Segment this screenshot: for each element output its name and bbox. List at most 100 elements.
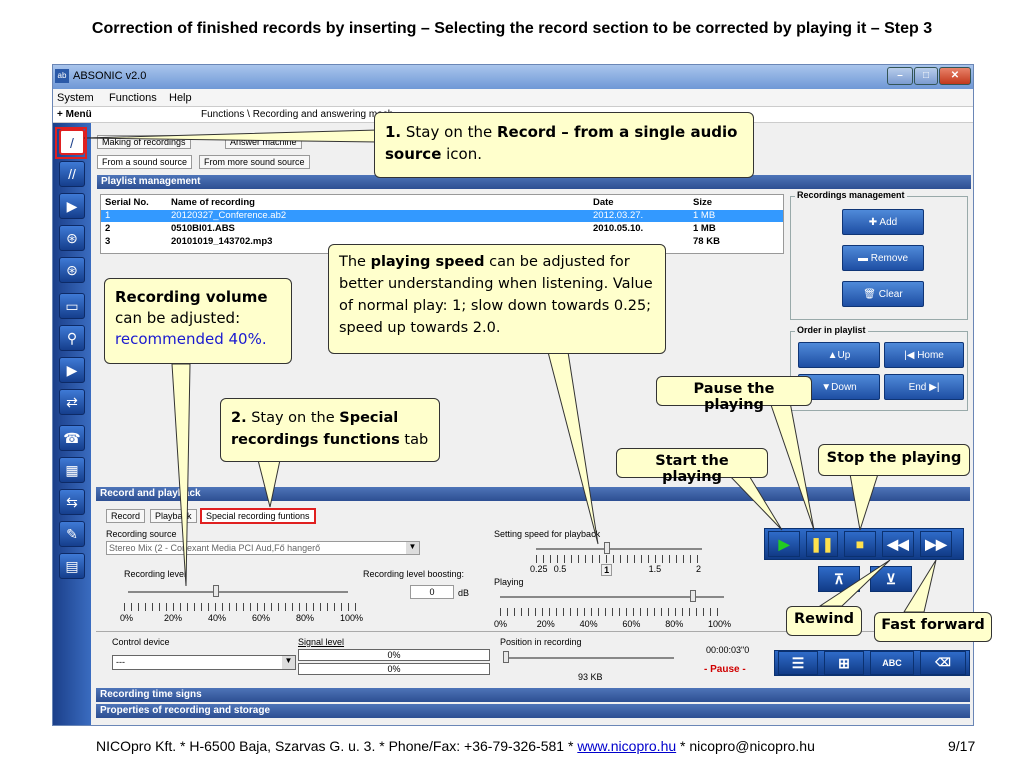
pause-button[interactable]: ❚❚	[806, 531, 838, 557]
level-tick-label: 0%	[120, 613, 134, 623]
menu-help[interactable]: Help	[169, 92, 192, 104]
record-multi-source-icon[interactable]: //	[59, 161, 85, 187]
position-slider[interactable]	[503, 651, 509, 663]
playing-tick-label: 80%	[665, 619, 684, 629]
table-row[interactable]: 2 0510BI01.ABS 2010.05.10. 1 MB	[101, 223, 783, 235]
callout-speed: The playing speed can be adjusted for be…	[328, 244, 666, 354]
time-signs-header: Recording time signs	[96, 688, 970, 702]
arrow-down-icon: ▼	[821, 382, 832, 393]
phone-icon[interactable]: ☎	[59, 425, 85, 451]
playlist-header: Playlist management	[97, 175, 971, 189]
folder-icon[interactable]: ▭	[59, 293, 85, 319]
transfer-icon[interactable]: ⇆	[59, 489, 85, 515]
book-icon[interactable]: ▤	[59, 553, 85, 579]
maximize-icon[interactable]: □	[914, 67, 938, 85]
erase-icon[interactable]: ⌫	[920, 651, 966, 675]
fast-forward-button[interactable]: ▶▶	[920, 531, 952, 557]
cell-no: 1	[105, 210, 111, 221]
order-group: Order in playlist	[790, 325, 968, 411]
cell-name: 20101019_143702.mp3	[171, 236, 273, 247]
stop-button[interactable]: ■	[844, 531, 876, 557]
sidebar: / // ▶ ⊛ ⊛ ▭ ⚲ ▶ ⇄ ☎ ▦ ⇆ ✎ ▤	[53, 123, 91, 725]
status-text: - Pause -	[704, 664, 746, 675]
chevron-down-icon[interactable]: ▼	[406, 542, 419, 554]
speed-ticks	[536, 555, 702, 563]
level-tick-label: 40%	[208, 613, 227, 623]
level-slider[interactable]	[213, 585, 219, 597]
col-serial: Serial No.	[105, 197, 149, 208]
playing-tick-label: 100%	[708, 619, 732, 629]
cell-size: 1 MB	[693, 210, 716, 221]
search-icon[interactable]: ⚲	[59, 325, 85, 351]
callout-stop: Stop the playing	[818, 444, 970, 476]
playing-label: Playing	[494, 577, 524, 587]
tab-single-source[interactable]: From a sound source	[97, 155, 193, 169]
tab-special-functions[interactable]: Special recording funtions	[200, 508, 316, 524]
tail-callout-stop	[849, 473, 879, 531]
up-button[interactable]: ▲Up	[798, 342, 880, 368]
control-device-select[interactable]: ---	[112, 655, 296, 670]
table-row[interactable]: 3 20101019_143702.mp3 78 KB	[101, 236, 783, 248]
speed-tick-label: 1	[601, 564, 613, 576]
playing-slider[interactable]	[689, 590, 696, 602]
playing-ticks	[500, 608, 724, 616]
boost-unit: dB	[458, 588, 470, 598]
convert-icon[interactable]: ⇄	[59, 389, 85, 415]
clear-button[interactable]: 🗑 Clear	[842, 281, 924, 307]
record-single-source-icon[interactable]: /	[59, 129, 85, 155]
calendar-icon[interactable]: ▦	[59, 457, 85, 483]
cell-no: 2	[105, 223, 111, 234]
group-title: Order in playlist	[795, 325, 868, 335]
home-button[interactable]: |◀ Home	[884, 342, 964, 368]
minus-icon: ▬	[857, 253, 871, 264]
cell-date: 2012.03.27.	[593, 210, 644, 221]
remove-button[interactable]: ▬ Remove	[842, 245, 924, 271]
callout-pause: Pause the playing	[656, 376, 812, 413]
callout-rewind: Rewind	[786, 606, 862, 636]
control-device-label: Control device	[112, 637, 170, 647]
menu-system[interactable]: System	[57, 92, 94, 104]
speed-slider[interactable]	[604, 542, 611, 554]
add-button[interactable]: ✚ Add	[842, 209, 924, 235]
add-list-icon[interactable]: ⊞	[824, 651, 864, 675]
reel-icon[interactable]: ⊛	[59, 225, 85, 251]
forward-icon[interactable]: ▶	[59, 357, 85, 383]
title-bar: ab ABSONIC v2.0 – □ ✕	[53, 65, 973, 89]
boost-label: Recording level boosting:	[363, 569, 465, 579]
playing-track	[500, 596, 724, 598]
play-button[interactable]: ▶	[768, 531, 800, 557]
tab-more-sources[interactable]: From more sound source	[199, 155, 310, 169]
rewind-button[interactable]: ◀◀	[882, 531, 914, 557]
wrench-icon[interactable]: ✎	[59, 521, 85, 547]
table-row[interactable]: 1 20120327_Conference.ab2 2012.03.27. 1 …	[101, 210, 783, 222]
signal-meter-right: 0%	[298, 663, 490, 675]
play-icon[interactable]: ▶	[59, 193, 85, 219]
close-icon[interactable]: ✕	[939, 67, 971, 85]
level-tick-label: 20%	[164, 613, 183, 623]
speed-tick-label: 2	[696, 564, 702, 574]
menu-functions[interactable]: Functions	[109, 92, 157, 104]
minimize-icon[interactable]: –	[887, 67, 913, 85]
trash-icon: 🗑	[863, 289, 879, 300]
abc-icon[interactable]: ABC	[870, 651, 914, 675]
reel-multi-icon[interactable]: ⊛	[59, 257, 85, 283]
chevron-down-icon[interactable]: ▼	[282, 656, 295, 669]
footer-link[interactable]: www.nicopro.hu	[577, 738, 677, 754]
position-track	[506, 657, 674, 659]
level-tick-label: 80%	[296, 613, 315, 623]
slide-title: Correction of finished records by insert…	[91, 20, 933, 37]
signal-label: Signal level	[298, 637, 345, 647]
level-tick-label: 60%	[252, 613, 271, 623]
boost-select[interactable]: 0	[410, 585, 454, 599]
level-tick-label: 100%	[340, 613, 364, 623]
tab-record[interactable]: Record	[106, 509, 146, 523]
cell-name: 20120327_Conference.ab2	[171, 210, 287, 221]
list-icon[interactable]: ☰	[778, 651, 818, 675]
arrow-up-icon: ▲	[827, 350, 838, 361]
level-label: Recording level	[124, 569, 187, 579]
end-button[interactable]: End ▶|	[884, 374, 964, 400]
menu-toggle[interactable]: + Menü	[57, 109, 92, 120]
